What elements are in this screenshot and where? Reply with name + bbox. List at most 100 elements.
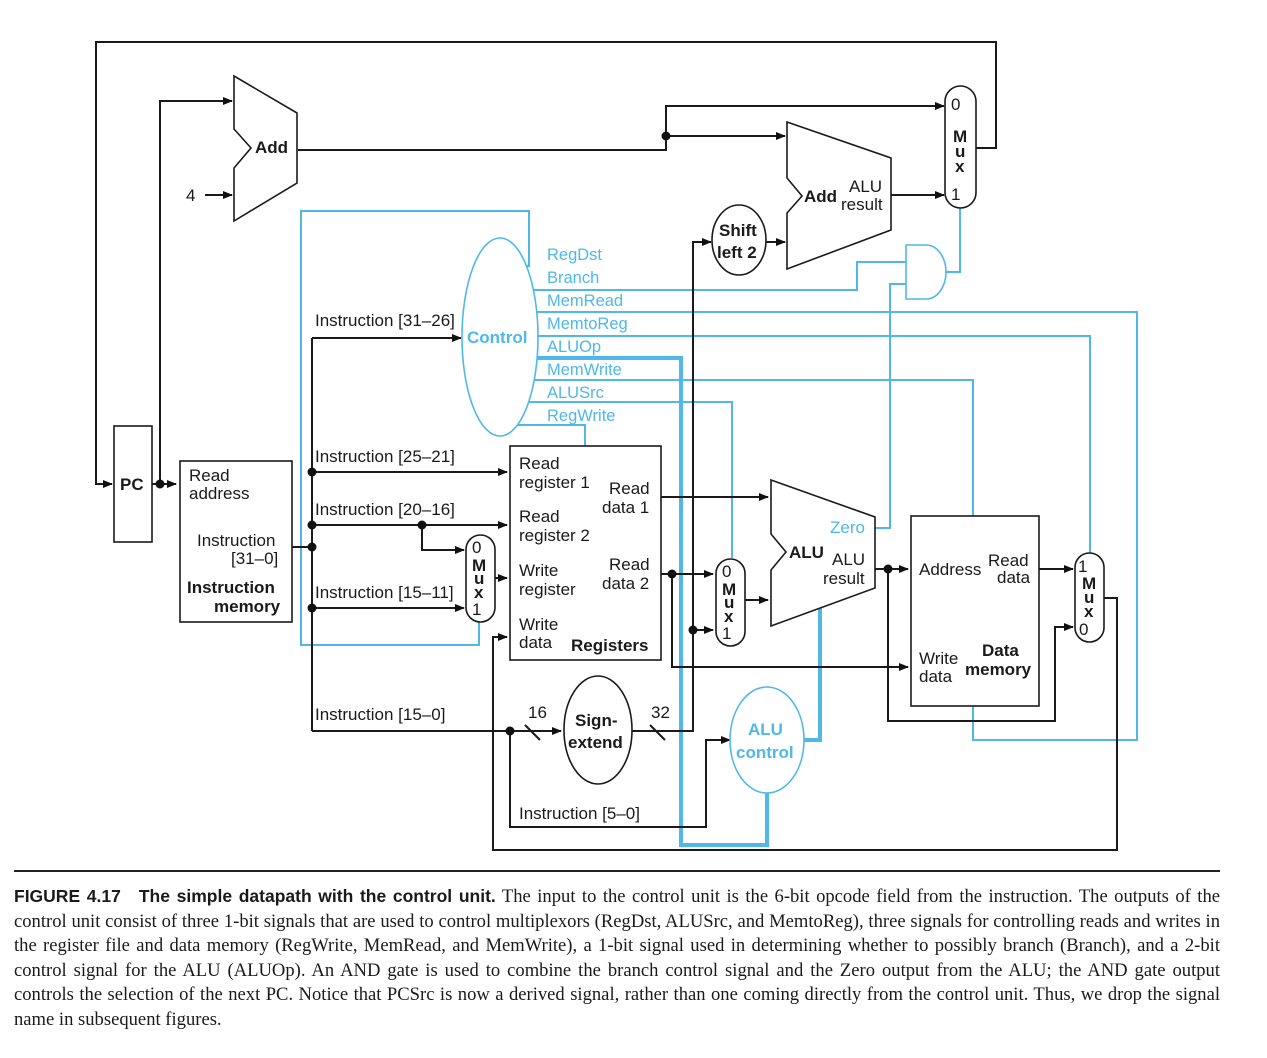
signal-regdst: RegDst: [547, 246, 602, 264]
signal-memread: MemRead: [547, 292, 623, 310]
figure-title: The simple datapath with the control uni…: [138, 886, 496, 906]
wire-alu-operation: [802, 607, 822, 742]
data-memory[interactable]: Address Read data Write data Data memory: [910, 515, 1040, 707]
wire-zero: [874, 283, 906, 529]
mux-m: M: [722, 580, 736, 599]
regs-read-register-2-a: Read: [519, 507, 560, 526]
alu-control-label-2: control: [736, 743, 794, 762]
constant-four: 4: [186, 186, 195, 205]
mux-u: u: [1084, 588, 1094, 607]
alu[interactable]: ALU Zero ALU result: [770, 478, 876, 628]
regs-read-data-1-b: data 1: [602, 498, 649, 517]
signal-alusrc: ALUSrc: [547, 384, 604, 402]
dmem-read-data-b: data: [997, 568, 1031, 587]
pc-adder-label: Add: [255, 138, 288, 157]
imem-name-2: memory: [214, 597, 281, 616]
wire-pcsrc: [946, 208, 961, 273]
regs-read-register-2-b: register 2: [519, 526, 590, 545]
label-instr-20-16: Instruction [20–16]: [315, 500, 455, 519]
branch-adder-out2: result: [841, 195, 883, 214]
imem-name-1: Instruction: [187, 578, 275, 597]
alu-result-label-1: ALU: [832, 550, 865, 569]
label-instr-15-0: Instruction [15–0]: [315, 705, 445, 724]
wire-aluop[interactable]: [532, 356, 769, 847]
imem-range-label: [31–0]: [231, 549, 278, 568]
mux-m: M: [953, 127, 967, 146]
pc-register[interactable]: PC: [113, 425, 153, 543]
pc-source-mux[interactable]: 0 M u x 1: [944, 85, 977, 209]
regs-read-data-2-b: data 2: [602, 574, 649, 593]
mux-input-0: 0: [951, 95, 960, 114]
wire-memtoreg: [532, 335, 1091, 553]
mux-input-0: 0: [472, 538, 481, 557]
instruction-memory[interactable]: Read address Instruction [31–0] Instruct…: [179, 460, 293, 623]
wire-memwrite: [530, 379, 974, 516]
wire-regdst: [300, 210, 530, 646]
pc-adder[interactable]: Add: [233, 74, 298, 223]
signal-regwrite: RegWrite: [547, 407, 615, 425]
mux-input-0: 0: [722, 562, 731, 581]
alu-zero-label: Zero: [830, 518, 865, 537]
signal-memtoreg: MemtoReg: [547, 315, 628, 333]
mux-m: M: [1082, 574, 1096, 593]
figure-caption-body: The input to the control unit is the 6-b…: [14, 886, 1221, 1030]
wire-regwrite: [515, 424, 586, 446]
pc-label: PC: [120, 475, 144, 494]
dmem-write-data-a: Write: [919, 649, 958, 668]
datapath-diagram: PC Add 4 Add ALU result Shift left 2 0 M…: [95, 41, 1138, 851]
control-unit[interactable]: Control: [461, 237, 539, 437]
memtoreg-mux[interactable]: 1 M u x 0: [1074, 552, 1105, 643]
mux-u: u: [955, 142, 965, 161]
alu-control[interactable]: ALU control: [729, 686, 805, 794]
mux-x: x: [724, 607, 734, 626]
label-instr-5-0: Instruction [5–0]: [519, 804, 640, 823]
alu-result-label-2: result: [823, 569, 865, 588]
junction-dots: [155, 131, 893, 736]
and-gate[interactable]: [905, 244, 947, 300]
figure-number: FIGURE 4.17: [14, 886, 121, 906]
mux-input-0: 0: [1079, 620, 1088, 639]
alusrc-mux[interactable]: 0 M u x 1: [715, 558, 746, 647]
signal-aluop: ALUOp: [547, 338, 601, 356]
mux-u: u: [474, 569, 484, 588]
sign-extend-label-1: Sign-: [575, 711, 618, 730]
dmem-write-data-b: data: [919, 667, 953, 686]
control-label: Control: [467, 328, 527, 347]
dmem-name-1: Data: [982, 641, 1019, 660]
mux-input-1: 1: [1078, 557, 1087, 576]
bus-width-32: 32: [651, 703, 670, 722]
mux-u: u: [724, 593, 734, 612]
mux-input-1: 1: [472, 600, 481, 619]
regs-read-register-1-a: Read: [519, 454, 560, 473]
dmem-read-data-a: Read: [988, 551, 1029, 570]
sign-extend-label-2: extend: [568, 733, 623, 752]
mux-x: x: [474, 583, 484, 602]
branch-adder-out1: ALU: [849, 177, 882, 196]
mux-x: x: [1084, 602, 1094, 621]
regs-name: Registers: [571, 636, 648, 655]
control-signal-labels: RegDst Branch MemRead MemtoReg ALUOp Mem…: [547, 246, 628, 425]
regs-write-data-a: Write: [519, 615, 558, 634]
shift-label-1: Shift: [719, 221, 757, 240]
shift-left-2[interactable]: Shift left 2: [711, 204, 767, 276]
bus-width-slash-32: [649, 724, 666, 741]
branch-adder-label: Add: [804, 187, 837, 206]
signal-memwrite: MemWrite: [547, 361, 622, 379]
imem-address-label: address: [189, 484, 249, 503]
register-file[interactable]: Read register 1 Read register 2 Write re…: [509, 445, 662, 661]
signal-branch: Branch: [547, 269, 599, 287]
bus-width-16: 16: [528, 703, 547, 722]
alu-label: ALU: [789, 543, 824, 562]
regdst-mux[interactable]: 0 M u x 1: [465, 534, 496, 623]
regs-write-data-b: data: [519, 633, 553, 652]
regs-read-data-2-a: Read: [609, 555, 650, 574]
dmem-address-label: Address: [919, 560, 981, 579]
wire-memread: [530, 311, 1138, 741]
shift-label-2: left 2: [717, 243, 757, 262]
regs-read-register-1-b: register 1: [519, 473, 590, 492]
sign-extend[interactable]: Sign- extend: [563, 675, 633, 785]
branch-adder[interactable]: Add ALU result: [786, 120, 892, 271]
wire-alusrc: [527, 401, 733, 558]
label-instr-15-11: Instruction [15–11]: [315, 583, 454, 602]
mux-input-1: 1: [951, 185, 960, 204]
